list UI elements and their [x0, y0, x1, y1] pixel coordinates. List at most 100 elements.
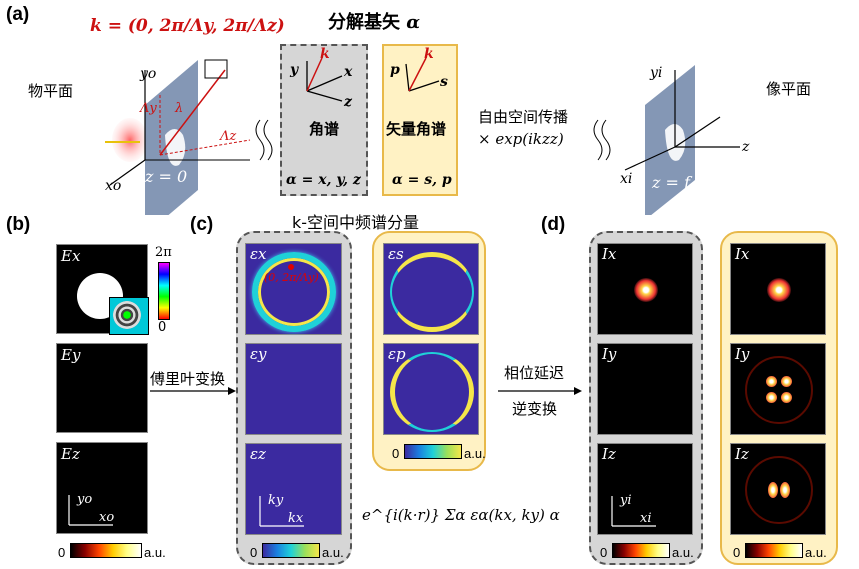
lambda-y-label: Λy: [139, 101, 157, 116]
c-colorbar-au: a.u.: [322, 545, 344, 560]
panel-letter-a: (a): [6, 4, 30, 25]
yi-axis-label: yi: [649, 65, 662, 81]
yo-axis-label: yo: [139, 66, 156, 82]
svg-text:yo: yo: [76, 492, 92, 507]
iy-gray-label: Iy: [602, 345, 617, 363]
xo-axis-label: xo: [105, 178, 121, 194]
svg-text:s: s: [440, 74, 448, 90]
es-kspace-image: εs: [383, 243, 479, 335]
ey-object-image: Ey: [56, 343, 148, 433]
object-z-label: z = 0: [144, 167, 187, 186]
iz-yellow-image: Iz: [730, 443, 826, 535]
d-gray-colorbar-zero: 0: [600, 545, 608, 560]
fourier-arrow: [150, 387, 236, 395]
svg-text:p: p: [390, 62, 400, 78]
svg-text:k: k: [424, 46, 434, 62]
ex-object-image: Ex: [56, 244, 149, 335]
phase-max-label: 2π: [155, 245, 172, 260]
angular-basis-formula: α = x, y, z: [286, 172, 361, 188]
xyz-basis-diagram: y k x z: [289, 46, 353, 110]
propagation-label: 自由空间传播: [478, 108, 569, 126]
b-colorbar-zero: 0: [58, 545, 66, 560]
inverse-arrow: [498, 387, 582, 395]
svg-text:xo: xo: [99, 510, 114, 525]
vector-angular-spectrum-box: [382, 44, 458, 196]
angular-spectrum-box: [280, 44, 368, 196]
lambda-z-label: Λz: [219, 129, 236, 144]
phase-min-label: 0: [158, 320, 167, 335]
vector-basis-formula: α = s, p: [392, 172, 452, 188]
image-plane-label: 像平面: [766, 80, 812, 98]
ep-kspace-label: εp: [388, 345, 406, 363]
propagation-formula: × exp(ikzz): [478, 130, 564, 148]
svg-text:x: x: [343, 64, 353, 80]
b-colorbar-au: a.u.: [144, 545, 166, 560]
kspace-point-label: (0, 2π/Λy): [264, 271, 319, 284]
svg-text:xi: xi: [640, 511, 652, 526]
vector-angular-spectrum-label: 矢量角谱: [386, 120, 447, 138]
iy-gray-image: Iy: [597, 343, 693, 435]
ix-yellow-label: Ix: [735, 245, 750, 263]
ex-kspace-label: εx: [250, 245, 267, 263]
d-yellow-colorbar-zero: 0: [733, 545, 741, 560]
panel-letter-c: (c): [190, 214, 214, 235]
image-plane-diagram: yi xi z z = f: [593, 65, 750, 215]
svg-text:yi: yi: [619, 493, 632, 508]
c-yellow-colorbar-au: a.u.: [464, 446, 486, 461]
b-colorbar: [70, 543, 142, 558]
d-yellow-colorbar: [745, 543, 803, 558]
panel-letter-d: (d): [541, 214, 566, 235]
ey-kspace-label: εy: [250, 345, 267, 363]
sum-formula: e^{i(k·r)} Σα εα(kx, ky) α: [362, 506, 560, 524]
iz-gray-image: Iz yi xi: [597, 443, 693, 535]
angular-spectrum-label: 角谱: [309, 120, 340, 138]
iz-yellow-label: Iz: [735, 445, 749, 463]
es-kspace-label: εs: [388, 245, 404, 263]
ey-object-label: Ey: [61, 346, 81, 364]
ex-object-label: Ex: [61, 247, 81, 265]
d-gray-colorbar-au: a.u.: [672, 545, 694, 560]
ez-object-image: Ez yo xo: [56, 442, 148, 534]
c-colorbar-zero: 0: [250, 545, 258, 560]
d-yellow-colorbar-au: a.u.: [805, 545, 827, 560]
svg-text:ky: ky: [268, 493, 284, 508]
phase-delay-label: 相位延迟: [504, 364, 565, 382]
svg-text:k: k: [320, 46, 330, 62]
c-yellow-colorbar: [404, 444, 462, 459]
sp-basis-diagram: p k s: [390, 46, 448, 92]
ix-gray-label: Ix: [602, 245, 617, 263]
c-colorbar: [262, 543, 320, 558]
image-z-label: z = f: [651, 173, 693, 192]
panel-letter-b: (b): [6, 214, 31, 235]
kspace-title: k-空间中频谱分量: [292, 213, 420, 232]
lambda-label: λ: [174, 101, 183, 116]
decompose-title: 分解基矢 α: [328, 8, 420, 34]
xi-axis-label: xi: [620, 171, 632, 187]
ix-gray-image: Ix: [597, 243, 693, 335]
svg-text:y: y: [289, 62, 299, 78]
fourier-transform-label: 傅里叶变换: [150, 370, 226, 388]
decompose-title-text: 分解基矢: [328, 12, 400, 33]
z-axis-label: z: [741, 139, 750, 155]
iz-gray-label: Iz: [602, 445, 616, 463]
iy-yellow-image: Iy: [730, 343, 826, 435]
c-yellow-colorbar-zero: 0: [392, 446, 400, 461]
object-plane-label: 物平面: [28, 82, 74, 100]
object-plane-diagram: Λy λ Λz yo xo z = 0: [105, 59, 273, 215]
decompose-symbol: α: [406, 12, 421, 33]
ez-object-label: Ez: [61, 445, 80, 463]
ep-kspace-image: εp: [383, 343, 479, 435]
ez-kspace-image: εz ky kx: [245, 443, 342, 535]
ez-kspace-label: εz: [250, 445, 266, 463]
inverse-transform-label: 逆变换: [512, 400, 558, 418]
k-vector-text: k = (0, 2π/Λy, 2π/Λz): [90, 16, 285, 36]
d-gray-colorbar: [612, 543, 670, 558]
phase-colorbar: [158, 262, 170, 320]
ey-kspace-image: εy: [245, 343, 342, 435]
ex-kspace-image: εx (0, 2π/Λy): [245, 243, 342, 335]
svg-text:z: z: [343, 94, 353, 110]
iy-yellow-label: Iy: [735, 345, 750, 363]
k-vector-formula: k = (0, 2π/Λy, 2π/Λz): [90, 16, 285, 36]
ix-yellow-image: Ix: [730, 243, 826, 335]
svg-text:kx: kx: [288, 511, 304, 526]
